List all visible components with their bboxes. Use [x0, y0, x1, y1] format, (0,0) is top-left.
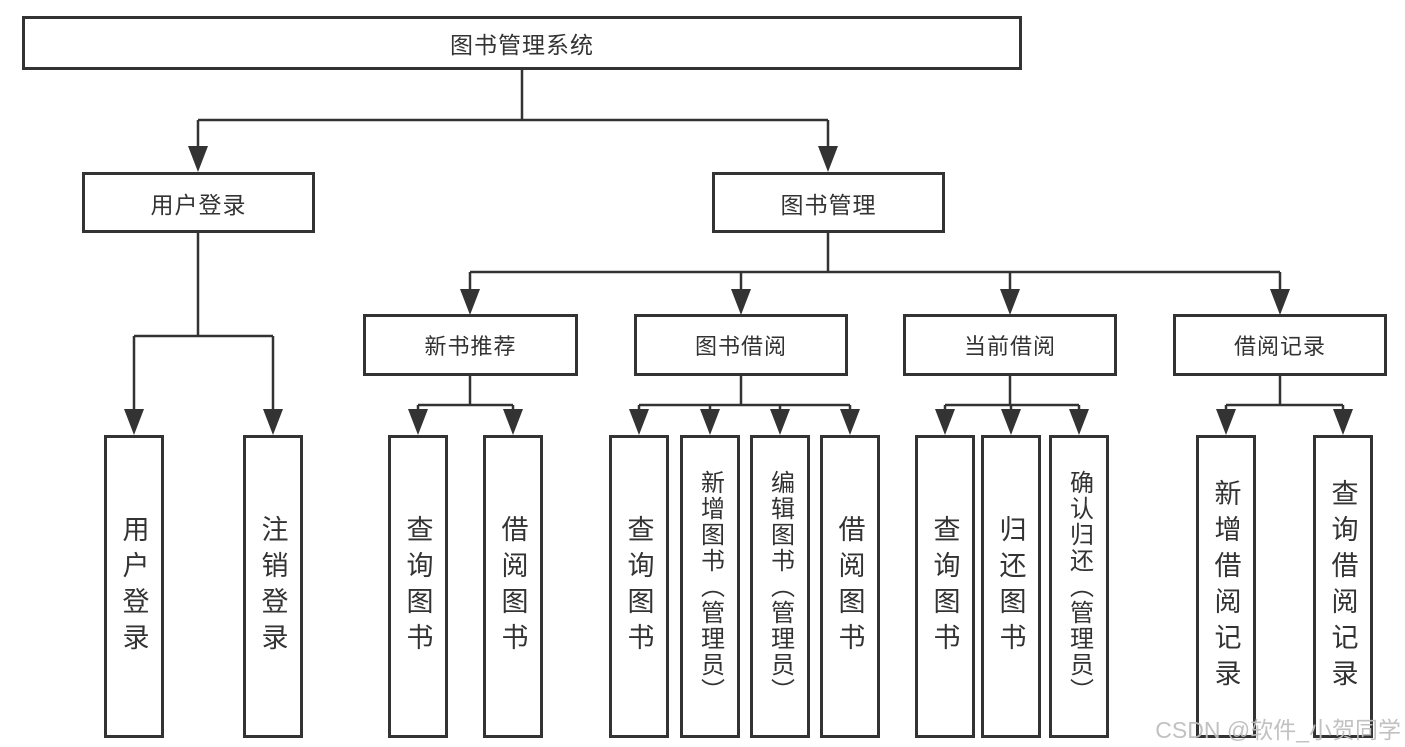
- node-label: 注销登录: [257, 514, 288, 659]
- leaf-recommend-borrow-books: 借阅图书: [483, 435, 543, 738]
- node-book-management: 图书管理: [712, 172, 945, 233]
- csdn-watermark: CSDN @软件_小贺同学: [1155, 717, 1401, 743]
- node-label: 查询图书: [402, 514, 433, 659]
- node-label: 查询图书: [929, 514, 960, 659]
- leaf-current-query-books: 查询图书: [915, 435, 975, 738]
- node-library-system: 图书管理系统: [22, 16, 1022, 70]
- arrow-down-icon: [1216, 409, 1236, 435]
- leaf-query-borrow-record: 查询借阅记录: [1313, 435, 1373, 738]
- arrow-down-icon: [188, 146, 208, 172]
- node-label: 图书借阅: [694, 334, 787, 359]
- arrow-down-icon: [818, 146, 838, 172]
- node-label: 借阅记录: [1233, 334, 1326, 359]
- node-current-borrowing: 当前借阅: [903, 314, 1117, 376]
- leaf-borrow-books: 借阅图书: [820, 435, 880, 738]
- leaf-user-login: 用户登录: [104, 435, 164, 738]
- leaf-borrowing-query-books: 查询图书: [609, 435, 669, 738]
- node-book-borrowing: 图书借阅: [634, 314, 848, 376]
- node-label: 查询借阅记录: [1327, 478, 1358, 695]
- node-new-book-recommend: 新书推荐: [363, 314, 578, 376]
- arrow-down-icon: [460, 289, 480, 315]
- node-label: 借阅图书: [834, 514, 865, 659]
- node-label: 用户登录: [118, 514, 149, 659]
- node-label: 新书推荐: [424, 334, 517, 359]
- leaf-return-books: 归还图书: [981, 435, 1041, 738]
- arrow-down-icon: [1001, 409, 1021, 435]
- node-label: 当前借阅: [963, 334, 1056, 359]
- node-user-login: 用户登录: [82, 172, 315, 233]
- node-label: 用户登录: [150, 191, 247, 218]
- arrow-down-icon: [629, 409, 649, 435]
- leaf-add-books-admin: 新增图书（管理员）: [680, 435, 740, 738]
- arrow-down-icon: [1333, 409, 1353, 435]
- node-borrow-records: 借阅记录: [1173, 314, 1387, 376]
- node-label: 图书管理: [780, 191, 877, 218]
- arrow-down-icon: [124, 409, 144, 435]
- arrow-down-icon: [731, 289, 751, 315]
- node-label: 归还图书: [995, 514, 1026, 659]
- arrow-down-icon: [700, 409, 720, 435]
- arrow-down-icon: [840, 409, 860, 435]
- node-label: 确认归还（管理员）: [1065, 469, 1093, 704]
- arrow-down-icon: [1069, 409, 1089, 435]
- node-label: 新增借阅记录: [1210, 478, 1241, 695]
- node-label: 借阅图书: [497, 514, 528, 659]
- arrow-down-icon: [503, 409, 523, 435]
- arrow-down-icon: [770, 409, 790, 435]
- arrow-down-icon: [263, 409, 283, 435]
- leaf-edit-books-admin: 编辑图书（管理员）: [750, 435, 810, 738]
- arrow-down-icon: [1270, 289, 1290, 315]
- node-label: 图书管理系统: [450, 32, 594, 58]
- edge-lines: [132, 70, 1345, 414]
- node-label: 编辑图书（管理员）: [766, 469, 794, 704]
- leaf-confirm-return-admin: 确认归还（管理员）: [1049, 435, 1109, 738]
- arrowheads: [124, 146, 1353, 435]
- node-label: 查询图书: [623, 514, 654, 659]
- leaf-recommend-query-books: 查询图书: [388, 435, 448, 738]
- arrow-down-icon: [408, 409, 428, 435]
- leaf-logout: 注销登录: [243, 435, 303, 738]
- arrow-down-icon: [935, 409, 955, 435]
- node-label: 新增图书（管理员）: [696, 469, 724, 704]
- leaf-add-borrow-record: 新增借阅记录: [1196, 435, 1256, 738]
- arrow-down-icon: [1000, 289, 1020, 315]
